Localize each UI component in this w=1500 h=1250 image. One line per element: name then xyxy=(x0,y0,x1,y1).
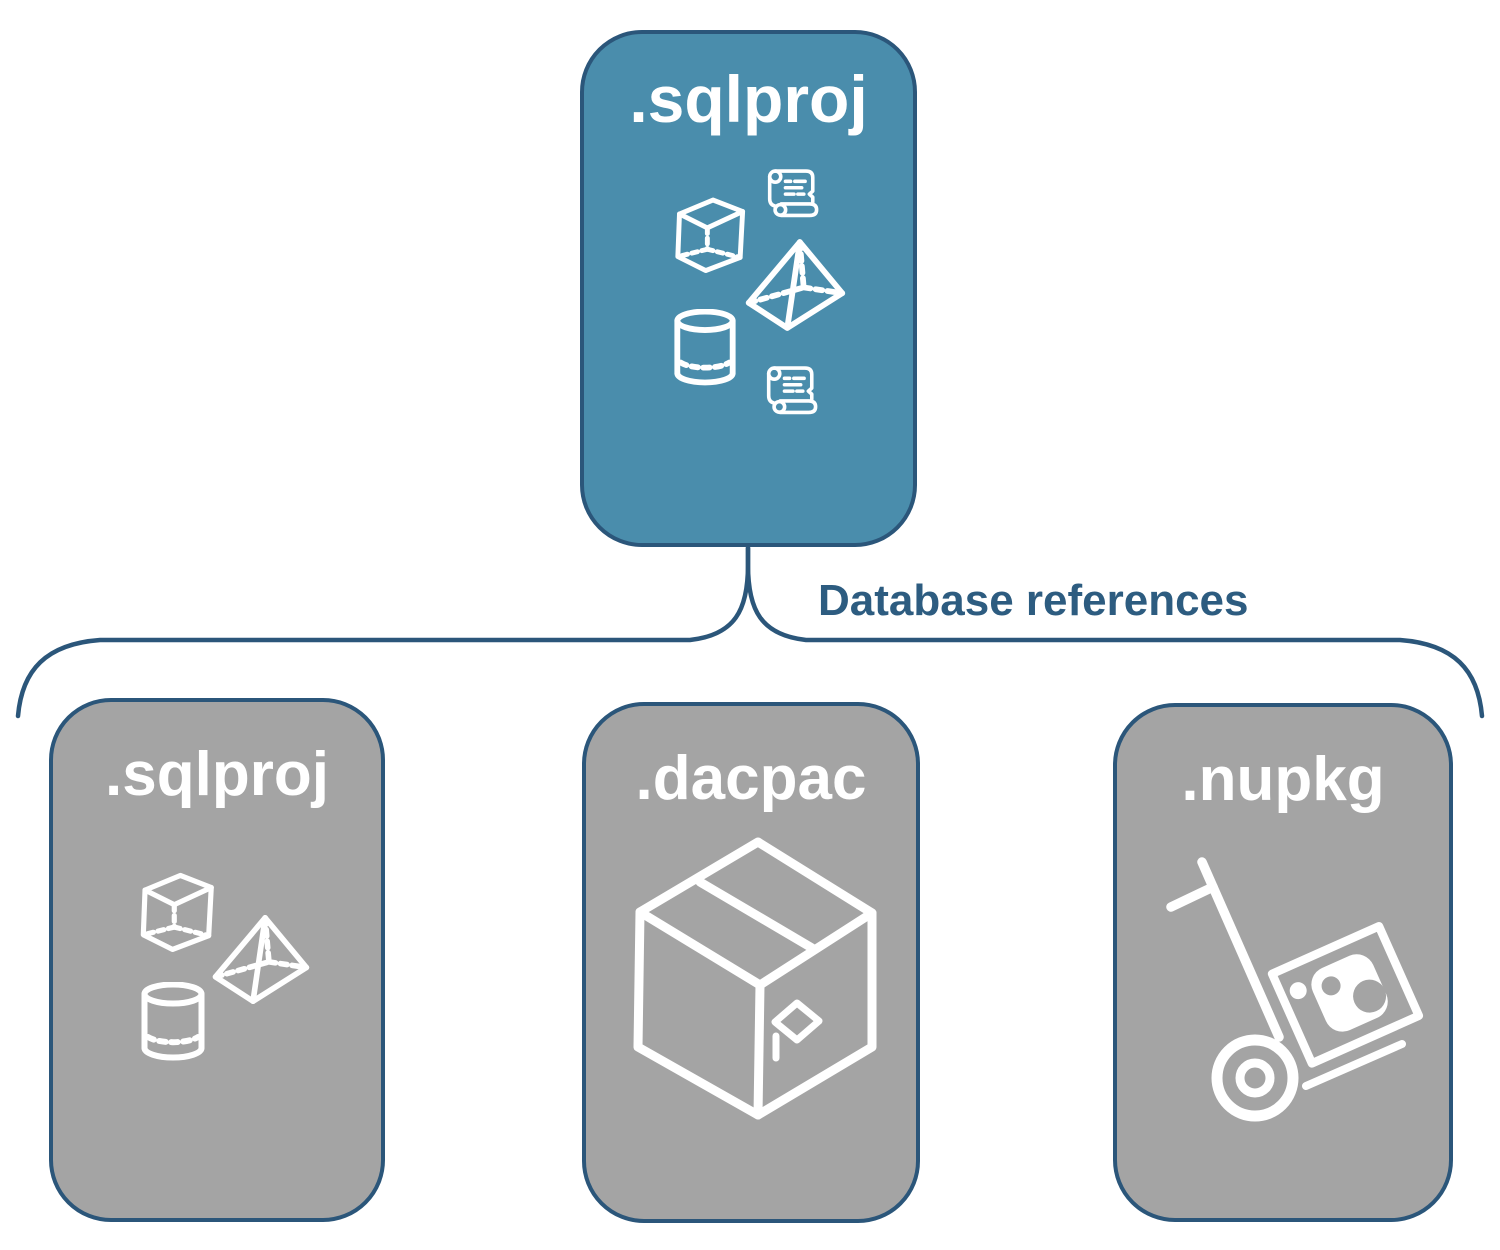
node-child-nupkg: .nupkg xyxy=(1113,703,1453,1222)
node-child-sqlproj-title: .sqlproj xyxy=(105,740,329,809)
node-child-dacpac-title: .dacpac xyxy=(635,744,867,813)
node-root-sqlproj: .sqlproj xyxy=(580,30,917,547)
connector-label: Database references xyxy=(818,576,1249,625)
node-child-sqlproj: .sqlproj xyxy=(49,698,385,1222)
node-child-nupkg-title: .nupkg xyxy=(1181,745,1385,814)
brace-connector xyxy=(15,545,1485,719)
node-child-dacpac: .dacpac xyxy=(582,702,920,1223)
node-root-title: .sqlproj xyxy=(629,62,868,136)
